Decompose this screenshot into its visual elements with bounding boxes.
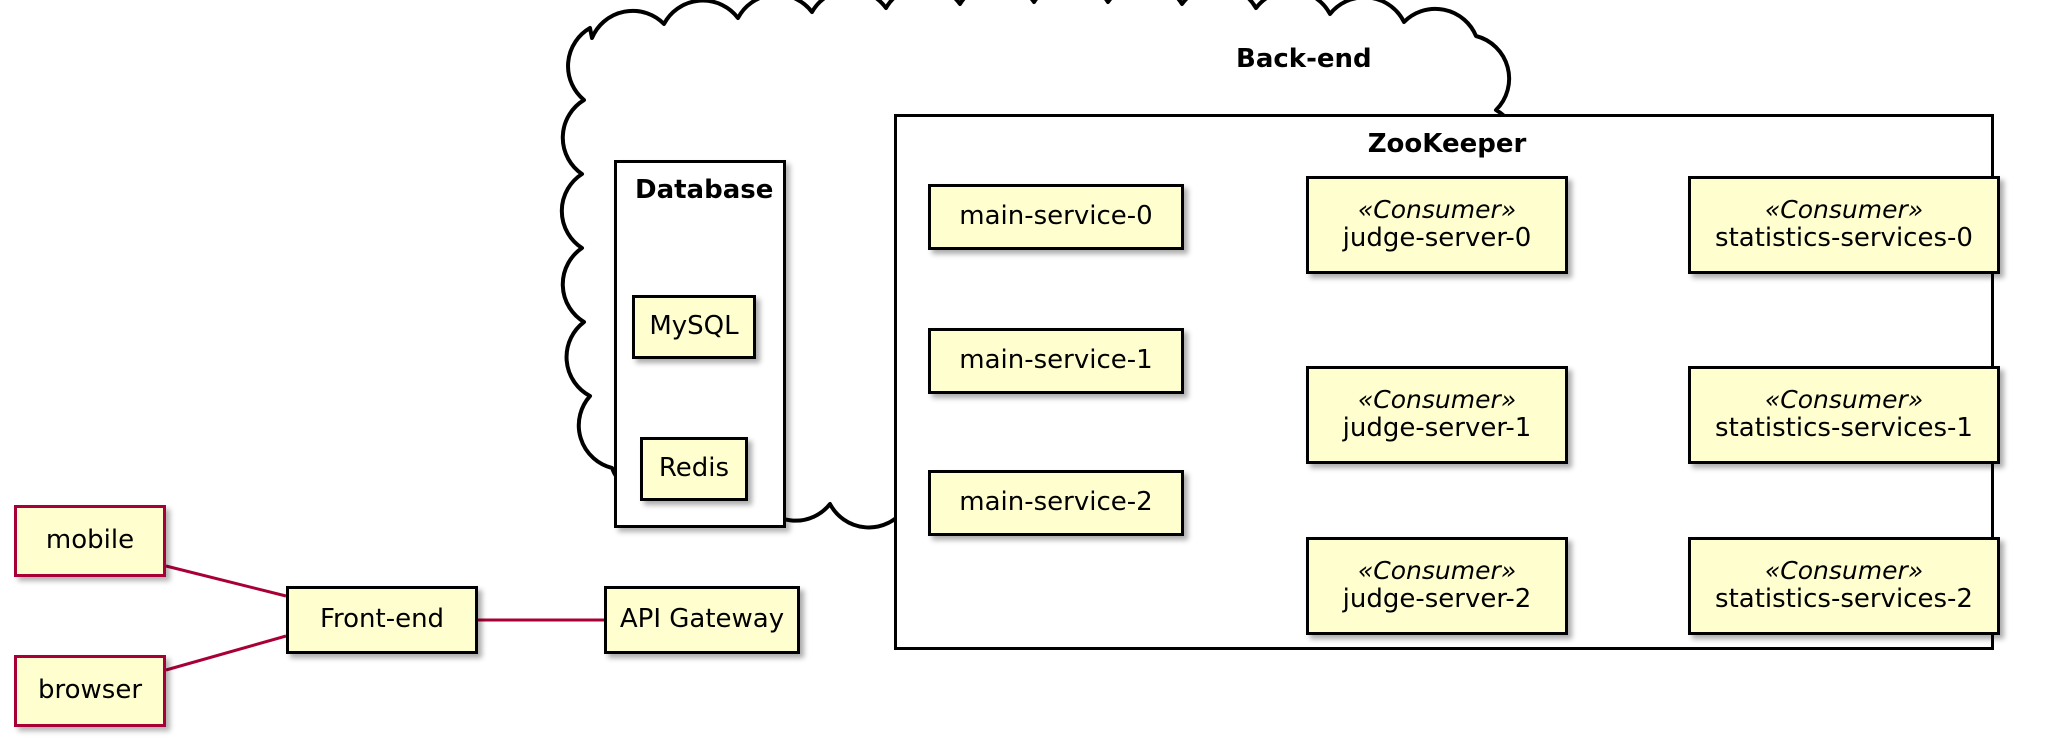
node-judge-server-0-label: judge-server-0 [1342,223,1532,254]
node-main-service-2-label: main-service-2 [959,487,1153,518]
node-main-service-1[interactable]: main-service-1 [928,328,1184,394]
link-mobile-frontend [165,564,287,598]
package-database-title: Database [635,175,774,205]
node-judge-server-0-stereotype: «Consumer» [1357,195,1517,225]
node-statistics-services-0-label: statistics-services-0 [1715,223,1973,254]
node-mobile-label: mobile [45,525,135,556]
node-judge-server-1[interactable]: «Consumer» judge-server-1 [1306,366,1568,464]
node-browser[interactable]: browser [14,655,166,727]
node-redis-label: Redis [658,453,730,484]
node-statistics-services-1-stereotype: «Consumer» [1764,385,1924,415]
node-statistics-services-1[interactable]: «Consumer» statistics-services-1 [1688,366,2000,464]
node-redis[interactable]: Redis [640,437,748,501]
node-api-gateway-label: API Gateway [619,604,785,635]
node-statistics-services-0[interactable]: «Consumer» statistics-services-0 [1688,176,2000,274]
link-browser-frontend [165,634,287,672]
node-front-end[interactable]: Front-end [286,586,478,654]
node-mysql[interactable]: MySQL [632,295,756,359]
node-statistics-services-2[interactable]: «Consumer» statistics-services-2 [1688,537,2000,635]
node-api-gateway[interactable]: API Gateway [604,586,800,654]
node-judge-server-0[interactable]: «Consumer» judge-server-0 [1306,176,1568,274]
node-judge-server-2-label: judge-server-2 [1342,584,1532,615]
node-front-end-label: Front-end [319,604,445,635]
node-mobile[interactable]: mobile [14,505,166,577]
node-main-service-0[interactable]: main-service-0 [928,184,1184,250]
node-judge-server-1-label: judge-server-1 [1342,413,1532,444]
node-judge-server-1-stereotype: «Consumer» [1357,385,1517,415]
node-judge-server-2[interactable]: «Consumer» judge-server-2 [1306,537,1568,635]
node-statistics-services-0-stereotype: «Consumer» [1764,195,1924,225]
node-statistics-services-2-stereotype: «Consumer» [1764,556,1924,586]
back-end-cloud-title: Back-end [1236,44,1372,74]
node-statistics-services-1-label: statistics-services-1 [1715,413,1973,444]
package-zookeeper-title: ZooKeeper [1367,129,1527,159]
node-mysql-label: MySQL [649,311,739,342]
node-judge-server-2-stereotype: «Consumer» [1357,556,1517,586]
node-statistics-services-2-label: statistics-services-2 [1715,584,1973,615]
node-main-service-2[interactable]: main-service-2 [928,470,1184,536]
node-browser-label: browser [37,675,143,706]
node-main-service-0-label: main-service-0 [959,201,1153,232]
node-main-service-1-label: main-service-1 [959,345,1153,376]
